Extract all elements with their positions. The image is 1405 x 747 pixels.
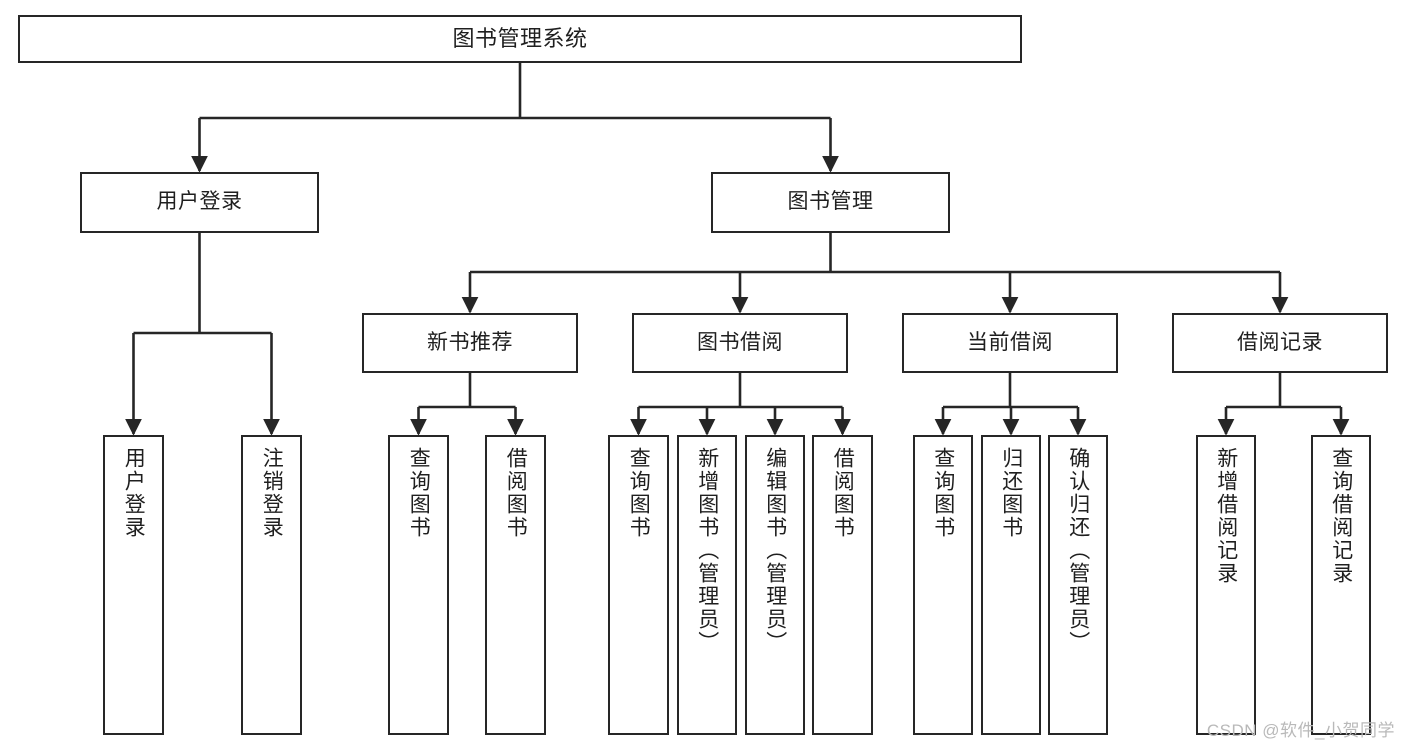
- node-leaf-cur-confirm[interactable]: 确认归还（管理员）: [1048, 435, 1108, 735]
- node-label: 借阅图书: [831, 447, 855, 539]
- node-label: 图书借阅: [697, 330, 783, 354]
- node-label: 查询图书: [407, 447, 431, 539]
- node-leaf-user-logout[interactable]: 注销登录: [241, 435, 302, 735]
- node-leaf-user-login[interactable]: 用户登录: [103, 435, 164, 735]
- node-label: 图书管理系统: [452, 26, 588, 52]
- node-label: 借阅记录: [1237, 330, 1323, 354]
- node-leaf-new-borrow[interactable]: 借阅图书: [485, 435, 546, 735]
- node-leaf-borrow-add[interactable]: 新增图书（管理员）: [677, 435, 737, 735]
- node-label: 借阅图书: [504, 447, 528, 539]
- node-bookmgmt[interactable]: 图书管理: [711, 172, 950, 233]
- node-leaf-cur-return[interactable]: 归还图书: [981, 435, 1041, 735]
- node-root[interactable]: 图书管理系统: [18, 15, 1022, 63]
- node-current[interactable]: 当前借阅: [902, 313, 1118, 373]
- node-label: 查询图书: [627, 447, 651, 539]
- watermark-text: CSDN @软件_小贺同学: [1206, 721, 1395, 740]
- node-label: 查询借阅记录: [1329, 447, 1353, 585]
- node-leaf-borrow-lend[interactable]: 借阅图书: [812, 435, 873, 735]
- node-label: 编辑图书（管理员）: [763, 447, 787, 654]
- node-records[interactable]: 借阅记录: [1172, 313, 1388, 373]
- node-label: 新增图书（管理员）: [695, 447, 719, 654]
- node-label: 新书推荐: [427, 330, 513, 354]
- node-login[interactable]: 用户登录: [80, 172, 319, 233]
- node-label: 当前借阅: [967, 330, 1053, 354]
- node-label: 用户登录: [122, 447, 146, 539]
- node-label: 确认归还（管理员）: [1066, 447, 1090, 654]
- node-label: 注销登录: [260, 447, 284, 539]
- node-label: 查询图书: [931, 447, 955, 539]
- node-leaf-new-query[interactable]: 查询图书: [388, 435, 449, 735]
- node-leaf-rec-add[interactable]: 新增借阅记录: [1196, 435, 1256, 735]
- node-label: 新增借阅记录: [1214, 447, 1238, 585]
- node-leaf-rec-query[interactable]: 查询借阅记录: [1311, 435, 1371, 735]
- node-leaf-borrow-query[interactable]: 查询图书: [608, 435, 669, 735]
- node-label: 用户登录: [156, 190, 243, 214]
- node-newbook[interactable]: 新书推荐: [362, 313, 578, 373]
- node-borrow[interactable]: 图书借阅: [632, 313, 848, 373]
- node-leaf-cur-query[interactable]: 查询图书: [913, 435, 973, 735]
- node-leaf-borrow-edit[interactable]: 编辑图书（管理员）: [745, 435, 805, 735]
- node-label: 归还图书: [999, 447, 1023, 539]
- node-label: 图书管理: [787, 190, 874, 214]
